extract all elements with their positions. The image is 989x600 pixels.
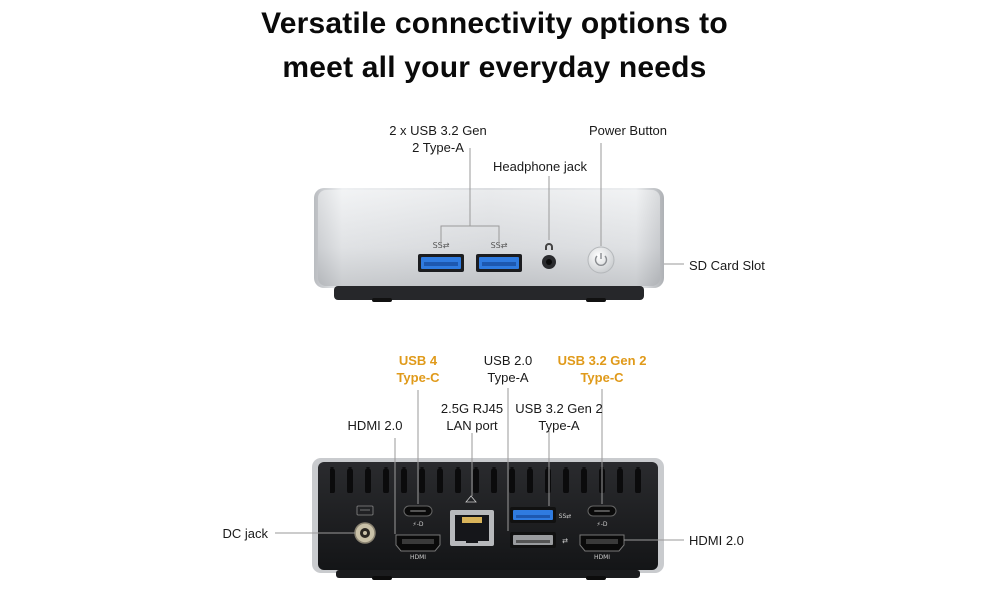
usb32-gen2-type-a-port bbox=[510, 507, 556, 523]
svg-text:HDMI: HDMI bbox=[594, 554, 610, 561]
svg-text:SS⇄: SS⇄ bbox=[433, 241, 450, 250]
headline: Versatile connectivity options to meet a… bbox=[0, 2, 989, 90]
label-headphone-jack: Headphone jack bbox=[493, 159, 587, 174]
hdmi-left-port bbox=[395, 534, 441, 552]
label-sd-card-slot: SD Card Slot bbox=[689, 258, 765, 273]
usb-ss-icon: SS⇄ bbox=[433, 241, 450, 250]
label-usb20-type-a: USB 2.0 Type-A bbox=[483, 353, 533, 385]
usb4-type-c-port bbox=[403, 505, 433, 517]
front-usb-a-port-1 bbox=[418, 254, 464, 272]
hdmi-icon: HDMI bbox=[594, 554, 610, 561]
label-usb4-type-c: USB 4 Type-C bbox=[396, 353, 440, 385]
svg-text:HDMI: HDMI bbox=[410, 554, 426, 561]
usb32-gen2-type-c-port bbox=[587, 505, 617, 517]
label-dc-jack: DC jack bbox=[222, 526, 268, 541]
dc-power-icon bbox=[356, 505, 374, 516]
headphone-icon bbox=[545, 243, 553, 250]
front-leader-lines bbox=[440, 143, 684, 265]
rear-device: ⚡-D HDMI bbox=[275, 388, 684, 580]
rj45-lan-port bbox=[450, 510, 494, 546]
svg-text:⇄: ⇄ bbox=[562, 537, 568, 545]
dc-jack-port bbox=[354, 522, 376, 544]
label-power-button: Power Button bbox=[588, 123, 668, 138]
front-base bbox=[334, 286, 644, 300]
usb20-type-a-port bbox=[510, 532, 556, 548]
hdmi-icon: HDMI bbox=[410, 554, 426, 561]
svg-text:⚡-D: ⚡-D bbox=[597, 521, 608, 528]
usb-ss-icon: SS⇄ bbox=[491, 241, 508, 250]
usb-icon: ⇄ bbox=[562, 537, 568, 545]
label-usb32-gen2-type-a: USB 3.2 Gen 2 Type-A bbox=[515, 401, 603, 433]
headphone-jack-port bbox=[542, 255, 556, 269]
headline-line-1: Versatile connectivity options to bbox=[261, 7, 728, 40]
usb-ss-icon: SS⇄ bbox=[559, 513, 572, 520]
svg-text:SS⇄: SS⇄ bbox=[491, 241, 508, 250]
label-usb32-gen2-type-c: USB 3.2 Gen 2 Type-C bbox=[557, 353, 647, 385]
label-hdmi-left: HDMI 2.0 bbox=[347, 418, 403, 433]
front-usb-a-port-2 bbox=[476, 254, 522, 272]
power-button bbox=[587, 246, 615, 274]
front-device: SS⇄ SS⇄ bbox=[314, 143, 684, 302]
headline-line-2: meet all your everyday needs bbox=[282, 51, 707, 84]
lan-icon bbox=[465, 495, 477, 503]
rear-leader-lines bbox=[275, 388, 684, 541]
label-hdmi-right: HDMI 2.0 bbox=[689, 533, 744, 548]
label-rj45-lan: 2.5G RJ45 LAN port bbox=[440, 401, 504, 433]
hdmi-right-port bbox=[579, 534, 625, 552]
label-front-usb-a: 2 x USB 3.2 Gen 2 Type-A bbox=[389, 123, 487, 155]
svg-text:⚡-D: ⚡-D bbox=[413, 521, 424, 528]
svg-text:SS⇄: SS⇄ bbox=[559, 513, 572, 520]
usb-c-icon: ⚡-D bbox=[597, 521, 608, 528]
usb-c-icon: ⚡-D bbox=[413, 521, 424, 528]
power-icon bbox=[594, 253, 608, 266]
vent-slots bbox=[330, 467, 648, 493]
